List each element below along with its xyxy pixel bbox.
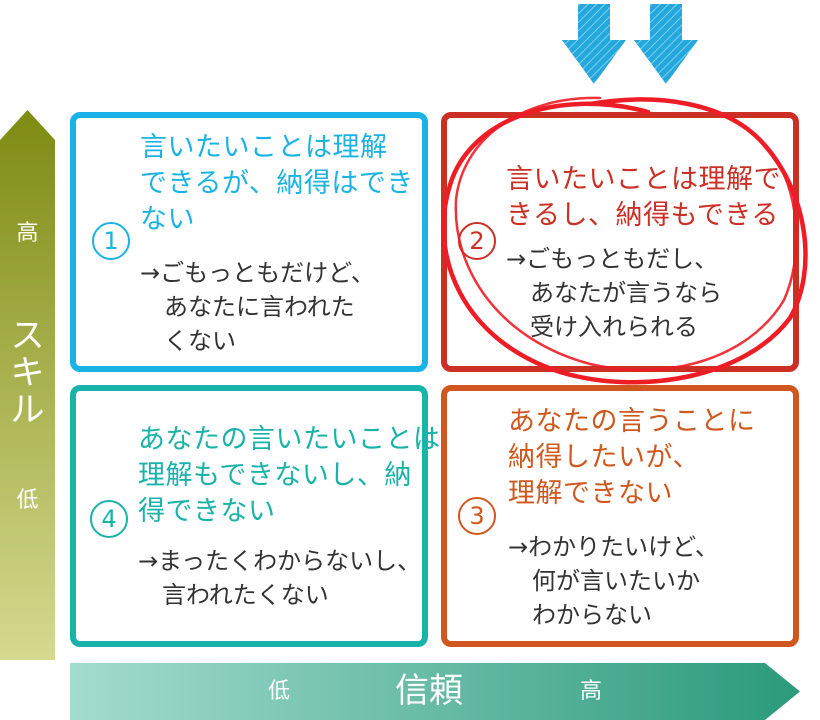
skill-high-label: 高 [16, 221, 39, 246]
quadrant-4-number: 4 [90, 500, 128, 538]
trust-axis-label: 信頼 [395, 671, 463, 711]
down-arrow-icon [562, 4, 698, 84]
quadrant-1-number: 1 [92, 222, 130, 260]
trust-axis-arrow [70, 663, 800, 720]
quadrant-1-title: 言いたいことは理解 できるが、納得はでき ない [140, 132, 414, 235]
skill-axis-label: スキル [10, 316, 45, 430]
trust-low-label: 低 [267, 679, 290, 704]
quadrant-3 [441, 385, 799, 647]
skill-low-label: 低 [16, 488, 39, 513]
quadrant-2-title: 言いたいことは理解で きるし、納得もできる [506, 164, 781, 231]
quadrant-4-description: →まったくわからないし、 言われたくない [138, 547, 422, 609]
quadrant-3-title: あなたの言うことに 納得したいが、 理解できない [508, 406, 756, 509]
quadrant-4-title: あなたの言いたいことは 理解もできないし、納 得できない [138, 424, 441, 527]
quadrant-4 [70, 385, 428, 647]
skill-axis-arrow [0, 110, 55, 660]
quadrant-3-description: →わかりたいけど、 何が言いたいか わからない [508, 533, 719, 629]
quadrant-1-description: →ごもっともだけど、 あなたに言われた くない [140, 259, 375, 355]
trust-high-label: 高 [580, 679, 603, 704]
quadrant-2-description: →ごもっともだし、 あなたが言うなら 受け入れられる [506, 245, 722, 341]
quadrant-3-number: 3 [458, 497, 496, 535]
